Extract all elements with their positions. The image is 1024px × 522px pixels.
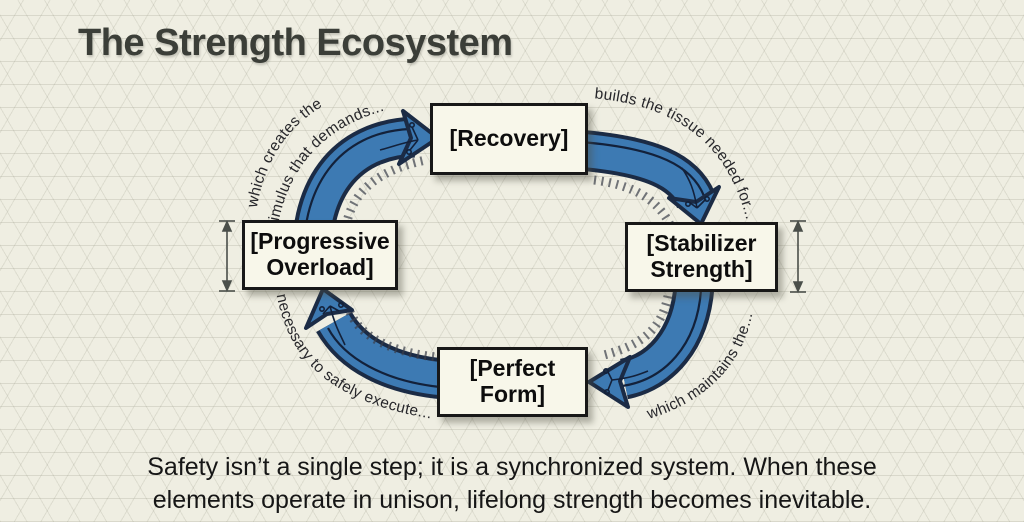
node-progressive-overload: [Progressive Overload]	[242, 220, 398, 290]
arrowhead-icon	[587, 355, 632, 409]
node-stabilizer-strength-label: [Stabilizer Strength]	[646, 230, 757, 282]
node-progressive-overload-label: [Progressive Overload]	[250, 228, 390, 280]
arrow-ticks	[345, 310, 437, 362]
caption: Safety isn’t a single step; it is a sync…	[0, 451, 1024, 516]
node-perfect-form: [Perfect Form]	[437, 347, 588, 417]
node-stabilizer-strength: [Stabilizer Strength]	[625, 222, 778, 292]
measure-arrow-right	[790, 220, 806, 293]
measure-arrow-left	[219, 220, 235, 292]
arrow-ticks	[602, 295, 673, 360]
arrow-stabilizer-to-perfect	[587, 283, 715, 409]
node-recovery-label: [Recovery]	[449, 125, 569, 152]
page-title: The Strength Ecosystem	[78, 22, 513, 64]
node-perfect-form-label: [Perfect Form]	[469, 355, 556, 407]
caption-line2: elements operate in unison, lifelong str…	[152, 485, 872, 514]
arrow-perfect-to-overload	[304, 287, 447, 400]
caption-line1: Safety isn’t a single step; it is a sync…	[147, 453, 877, 481]
arrowhead-icon	[397, 109, 440, 166]
node-recovery: [Recovery]	[430, 103, 588, 175]
